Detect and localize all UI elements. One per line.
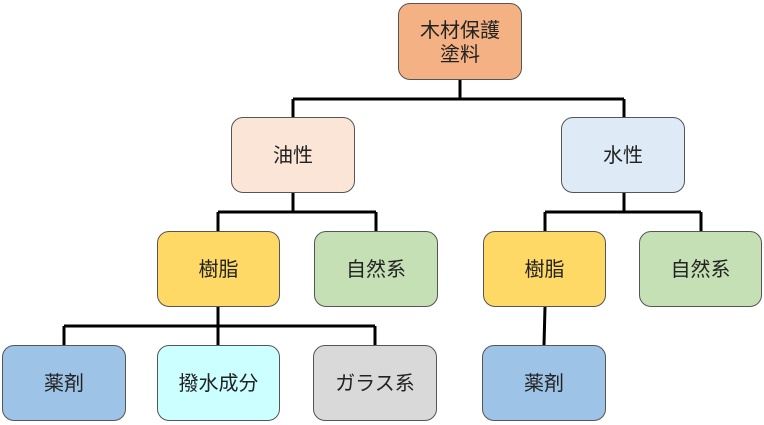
node-label: 水性 xyxy=(603,143,643,167)
node-label: 樹脂 xyxy=(524,257,565,281)
node-water-resin: 樹脂 xyxy=(483,231,606,307)
node-label: 樹脂 xyxy=(198,257,239,281)
node-oil-resin: 樹脂 xyxy=(157,231,280,307)
node-label: ガラス系 xyxy=(335,371,415,395)
node-oil-water-repellent: 撥水成分 xyxy=(157,345,280,421)
node-water-chemical: 薬剤 xyxy=(482,345,606,421)
node-oil-natural: 自然系 xyxy=(314,231,438,307)
node-label: 木材保護 塗料 xyxy=(420,17,500,66)
node-label: 撥水成分 xyxy=(178,371,259,395)
node-oil-glass: ガラス系 xyxy=(313,345,437,421)
node-label: 自然系 xyxy=(346,257,406,281)
node-label: 自然系 xyxy=(670,257,731,281)
node-water-natural: 自然系 xyxy=(639,231,762,307)
node-label: 薬剤 xyxy=(524,371,564,395)
node-wood-protective-paint: 木材保護 塗料 xyxy=(398,3,522,80)
connector-to-water-chemical xyxy=(542,306,547,346)
node-water-based: 水性 xyxy=(561,117,685,193)
node-label: 薬剤 xyxy=(44,371,84,395)
node-oil-based: 油性 xyxy=(231,117,355,193)
node-oil-chemical: 薬剤 xyxy=(2,345,126,421)
node-label: 油性 xyxy=(273,143,313,167)
